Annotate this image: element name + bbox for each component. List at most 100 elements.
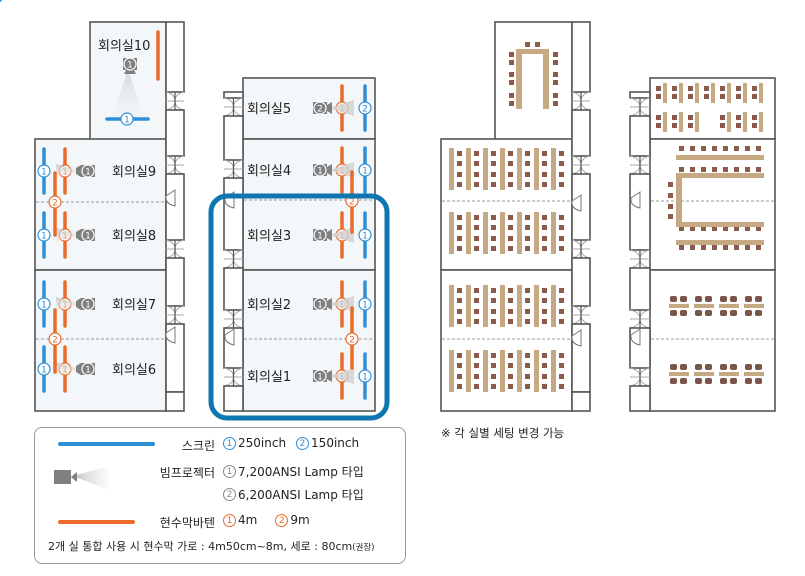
table (744, 372, 764, 376)
column-b-corridor-box (223, 115, 244, 161)
chair (745, 226, 750, 231)
table (743, 83, 747, 103)
layout-column-c-double-door (571, 91, 591, 111)
table (695, 112, 699, 132)
table (500, 285, 505, 327)
projector-id-circle (81, 297, 95, 311)
table (517, 148, 522, 190)
layout-column-d-double-door (629, 155, 651, 175)
column-b-corridor-box (223, 91, 244, 99)
chair (508, 319, 513, 324)
projector-beam (56, 297, 76, 311)
chair (752, 115, 757, 120)
chair (736, 115, 741, 120)
table (534, 350, 539, 392)
chair (542, 309, 547, 314)
chair (525, 319, 530, 324)
column-a-corridor-box (165, 257, 185, 307)
chair (656, 94, 661, 99)
table (449, 148, 454, 190)
table (694, 304, 714, 308)
layout-column-d-double-door (629, 367, 651, 387)
footnote-suffix: (권장) (352, 543, 375, 553)
screen-id-circle (358, 163, 372, 177)
chair (508, 353, 513, 358)
projector-legend-icon (54, 466, 109, 490)
chair (672, 94, 677, 99)
projector-beam (332, 162, 354, 178)
chair (712, 146, 717, 151)
projector-lens (76, 363, 81, 375)
chair (695, 378, 702, 384)
projector-beam (56, 228, 76, 242)
chair (736, 123, 741, 128)
chair (690, 245, 695, 250)
layout-column-c-double-door (571, 305, 591, 325)
merged-curtain-id-circle (345, 332, 359, 346)
projector-id-circle (123, 57, 137, 71)
chair (457, 236, 462, 241)
projector-id-number: 1 (85, 168, 91, 178)
chair (656, 115, 661, 120)
legend-screen-values: 1 250inch 2 150inch (223, 436, 369, 450)
chair (542, 298, 547, 303)
chair (701, 167, 706, 172)
chair (701, 226, 706, 231)
projector-num-1: 1 (223, 465, 236, 478)
chair (559, 225, 564, 230)
chair (508, 182, 513, 187)
screen-id-number: 1 (362, 167, 368, 177)
chair (559, 236, 564, 241)
side-door (165, 189, 176, 207)
column-a-double-door (165, 91, 185, 111)
room-label-5: 회의실5 (247, 102, 291, 117)
chair (491, 246, 496, 251)
side-door (630, 328, 641, 346)
chair (752, 94, 757, 99)
projector-id-number: 1 (317, 301, 323, 311)
chair (559, 298, 564, 303)
chair (491, 298, 496, 303)
table (517, 212, 522, 254)
curtain-legend-icon (58, 520, 135, 524)
table (744, 304, 764, 308)
merged-curtain-id-circle (48, 195, 62, 209)
chair (491, 363, 496, 368)
chair (491, 309, 496, 314)
projector-beam (332, 227, 354, 243)
chair (491, 236, 496, 241)
chair (756, 245, 761, 250)
merged-curtain-id-number: 2 (349, 336, 355, 346)
table (466, 285, 471, 327)
screen-id-number: 2 (362, 105, 368, 115)
chair (525, 384, 530, 389)
chair (559, 172, 564, 177)
table (727, 83, 731, 103)
chair (509, 72, 514, 77)
chair (745, 378, 752, 384)
chair (525, 298, 530, 303)
screen-id-circle (37, 362, 51, 376)
table (676, 155, 764, 160)
chair (745, 364, 752, 370)
chair (756, 146, 761, 151)
chair (680, 296, 687, 302)
chair (491, 172, 496, 177)
projector-room-7: 1 (56, 297, 95, 311)
chair (679, 146, 684, 151)
chair (474, 288, 479, 293)
chair (688, 115, 693, 120)
table (551, 212, 556, 254)
projector-lens (327, 298, 332, 310)
chair (701, 245, 706, 250)
chair (508, 288, 513, 293)
chair (745, 310, 752, 316)
projector-room-5: 2 (313, 100, 354, 116)
chair (755, 378, 762, 384)
curtain-value-2: 9m (290, 513, 310, 527)
column-b-corridor-box (223, 177, 244, 251)
table (483, 285, 488, 327)
table (500, 350, 505, 392)
screen-id-circle (358, 297, 372, 311)
chair (491, 161, 496, 166)
